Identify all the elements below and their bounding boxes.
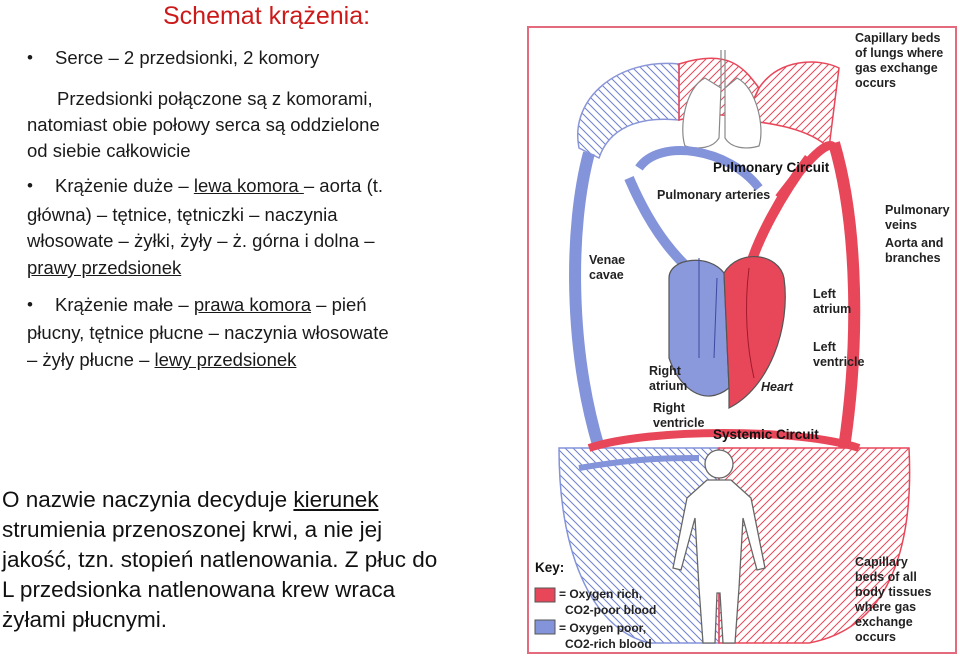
systemic-line-4: prawy przedsionek xyxy=(27,257,182,278)
svg-text:Right: Right xyxy=(649,364,682,378)
bottom-note: O nazwie naczynia decyduje kierunek stru… xyxy=(2,487,438,632)
svg-text:cavae: cavae xyxy=(589,268,624,282)
para-line: Przedsionki połączone są z komorami, xyxy=(57,88,373,109)
svg-text:Capillary: Capillary xyxy=(855,555,908,569)
svg-text:ventricle: ventricle xyxy=(653,416,704,430)
heart xyxy=(668,256,786,409)
bullet-heart: Serce – 2 przedsionki, 2 komory xyxy=(55,47,320,68)
svg-text:occurs: occurs xyxy=(855,76,896,90)
svg-text:atrium: atrium xyxy=(813,302,851,316)
svg-text:Pulmonary arteries: Pulmonary arteries xyxy=(657,188,770,202)
svg-text:Left: Left xyxy=(813,287,837,301)
systemic-line-3: włosowate – żyłki, żyły – ż. górna i dol… xyxy=(27,230,375,251)
svg-text:Systemic Circuit: Systemic Circuit xyxy=(713,427,819,442)
systemic-line-2: główna) – tętnice, tętniczki – naczynia xyxy=(27,204,338,225)
svg-text:Heart: Heart xyxy=(761,380,794,394)
svg-text:veins: veins xyxy=(885,218,917,232)
svg-text:ventricle: ventricle xyxy=(813,355,864,369)
svg-text:branches: branches xyxy=(885,251,941,265)
svg-text:of lungs where: of lungs where xyxy=(855,46,943,60)
svg-text:Key:: Key: xyxy=(535,560,564,575)
svg-text:Venae: Venae xyxy=(589,253,625,267)
svg-text:atrium: atrium xyxy=(649,379,687,393)
color-key: Key: = Oxygen rich, CO2-poor blood = Oxy… xyxy=(534,560,656,651)
pulmonary-line-1: Krążenie małe – prawa komora – pień xyxy=(55,294,367,315)
svg-text:Capillary beds: Capillary beds xyxy=(855,31,940,45)
slide-title: Schemat krążenia: xyxy=(163,2,371,30)
aorta-loop xyxy=(828,141,861,449)
svg-text:CO2-poor blood: CO2-poor blood xyxy=(565,603,656,617)
lungs xyxy=(682,50,762,149)
key-blue-swatch xyxy=(534,619,556,635)
para-line: od siebie całkowicie xyxy=(27,140,191,161)
body-capillaries xyxy=(558,429,911,644)
svg-text:Pulmonary Circuit: Pulmonary Circuit xyxy=(713,160,830,175)
svg-text:= Oxygen poor,: = Oxygen poor, xyxy=(559,621,646,635)
svg-text:Aorta and: Aorta and xyxy=(885,236,943,250)
svg-text:CO2-rich blood: CO2-rich blood xyxy=(565,637,652,651)
svg-text:body tissues: body tissues xyxy=(855,585,931,599)
svg-text:exchange: exchange xyxy=(855,615,913,629)
svg-text:occurs: occurs xyxy=(855,630,896,644)
svg-text:Pulmonary: Pulmonary xyxy=(885,203,950,217)
left-vein-loop xyxy=(569,151,605,450)
svg-text:beds of all: beds of all xyxy=(855,570,917,584)
key-red-swatch xyxy=(534,587,556,603)
para-line: natomiast obie połowy serca są oddzielon… xyxy=(27,114,380,135)
svg-text:Left: Left xyxy=(813,340,837,354)
svg-text:Right: Right xyxy=(653,401,686,415)
pulmonary-line-3: – żyły płucne – lewy przedsionek xyxy=(27,349,297,370)
svg-text:= Oxygen rich,: = Oxygen rich, xyxy=(559,587,642,601)
bullet-dot: • xyxy=(27,48,33,67)
bullet-dot: • xyxy=(27,176,33,195)
svg-text:gas exchange: gas exchange xyxy=(855,61,938,75)
pulmonary-line-2: płucny, tętnice płucne – naczynia włosow… xyxy=(27,322,389,343)
circulation-diagram: Key: = Oxygen rich, CO2-poor blood = Oxy… xyxy=(527,26,957,654)
systemic-line-1: Krążenie duże – lewa komora – aorta (t. xyxy=(55,175,384,196)
svg-text:where gas: where gas xyxy=(854,600,916,614)
bullet-dot: • xyxy=(27,295,33,314)
diagram-labels: Capillary beds of lungs where gas exchan… xyxy=(589,31,950,644)
human-figure xyxy=(672,449,766,644)
